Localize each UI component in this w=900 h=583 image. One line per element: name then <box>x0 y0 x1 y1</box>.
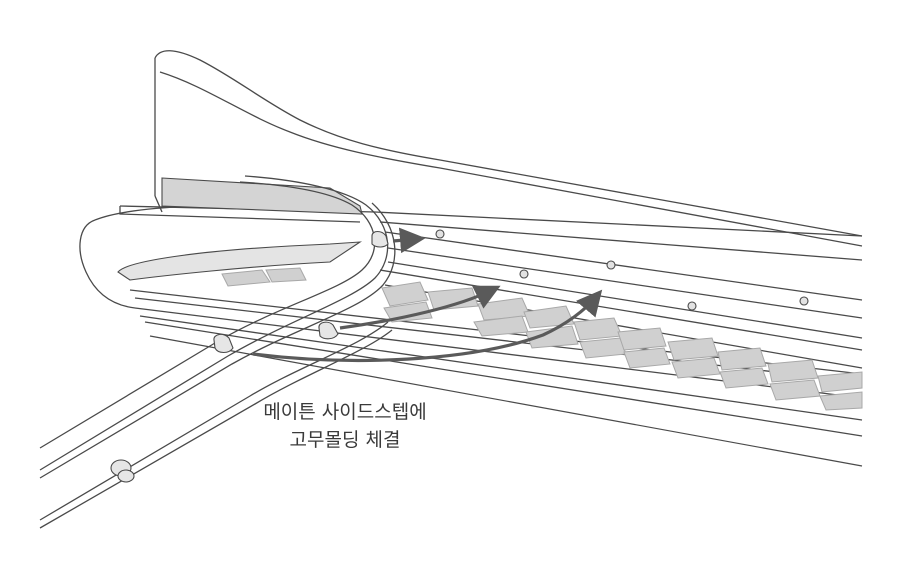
installation-arrows <box>252 227 603 363</box>
rubber-molding-strip <box>39 175 396 529</box>
diagram-caption: 메이튼 사이드스텝에 고무몰딩 체결 <box>230 398 460 454</box>
vehicle-body-panel <box>154 50 863 261</box>
caption-line-1: 메이튼 사이드스텝에 <box>263 401 427 423</box>
caption-line-2: 고무몰딩 체결 <box>289 429 401 451</box>
mounting-holes <box>435 229 809 311</box>
step-end-cap <box>117 177 363 281</box>
non-slip-pads <box>221 267 863 411</box>
arrow-top <box>392 227 426 254</box>
arrow-middle <box>339 285 501 330</box>
molding-clips <box>110 230 389 483</box>
arrow-bottom <box>252 289 603 363</box>
